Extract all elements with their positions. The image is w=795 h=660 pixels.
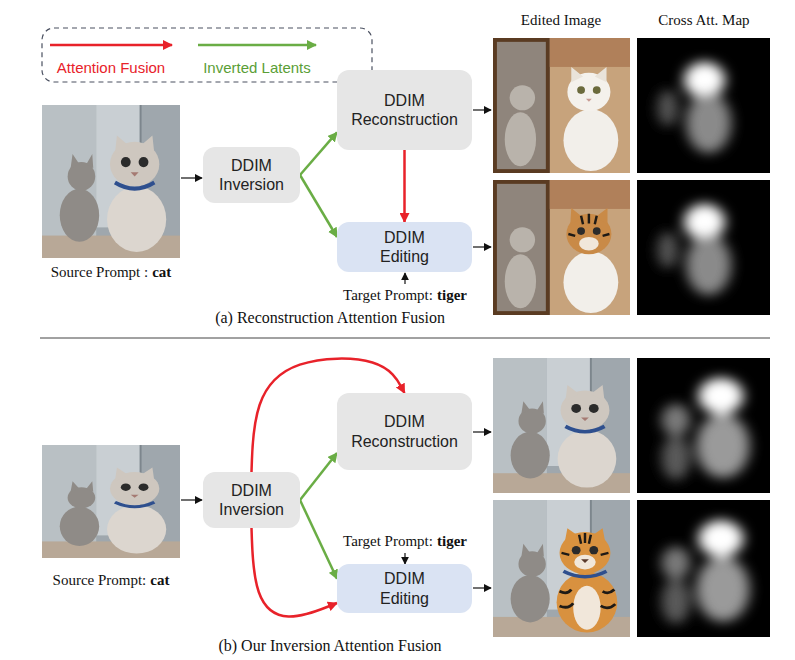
label-line: (a) Reconstruction Attention Fusion <box>170 308 490 328</box>
label-text: Source Prompt: <box>53 572 147 588</box>
divider-line <box>40 338 770 339</box>
flow-arrow <box>473 587 491 588</box>
attention-fusion-arrow <box>252 528 338 617</box>
process-box: DDIM Reconstruction <box>337 393 472 470</box>
label-text: Target Prompt: <box>343 533 433 549</box>
legend-text: Attention Fusion <box>31 58 191 78</box>
legend-text: Inverted Latents <box>177 58 337 78</box>
editing-box: DDIM Editing <box>337 564 472 612</box>
node-label: DDIM Editing <box>369 228 441 266</box>
flow-arrow <box>181 499 202 500</box>
process-box: DDIM Reconstruction <box>337 70 472 150</box>
node-label: DDIM Editing <box>369 569 441 607</box>
flow-arrow <box>473 109 491 110</box>
attention-map <box>637 38 770 173</box>
node-label: DDIM Reconstruction <box>345 91 464 129</box>
label-line: Source Prompt :cat <box>11 262 211 282</box>
flow-arrow <box>473 431 491 432</box>
prompt-word: tiger <box>437 287 467 303</box>
label-text: Cross Att. Map <box>658 12 749 28</box>
prompt-word: cat <box>152 264 171 280</box>
node-label: DDIM Inversion <box>211 156 292 194</box>
label-text: (b) Our Inversion Attention Fusion <box>218 637 441 654</box>
prompt-word: tiger <box>437 533 467 549</box>
label-text: Target Prompt: <box>343 287 433 303</box>
inverted-latent-arrow <box>300 500 337 579</box>
label-line: Edited Image <box>476 10 646 30</box>
edited-image <box>493 358 630 493</box>
node-label: DDIM Inversion <box>211 481 292 519</box>
label-line: Source Prompt:cat <box>11 570 211 590</box>
edited-image <box>493 500 630 637</box>
attention-map <box>637 180 770 315</box>
flow-arrow <box>181 177 202 178</box>
label-line: Cross Att. Map <box>619 10 789 30</box>
prompt-word: cat <box>150 572 169 588</box>
edited-image <box>493 180 630 315</box>
legend-red-arrow <box>50 44 172 47</box>
prompt-arrow <box>404 273 405 284</box>
attention-map <box>637 358 770 493</box>
process-box: DDIM Inversion <box>203 472 300 528</box>
label-line: (b) Our Inversion Attention Fusion <box>170 636 490 656</box>
inverted-latent-arrow <box>300 175 337 237</box>
source-image <box>42 105 180 258</box>
attention-fusion-arrow <box>403 150 406 222</box>
label-text: (a) Reconstruction Attention Fusion <box>215 309 445 326</box>
flow-arrow <box>473 246 491 247</box>
source-image <box>42 445 180 558</box>
inverted-latent-arrow <box>300 132 337 175</box>
label-line: Target Prompt:tiger <box>315 531 495 551</box>
prompt-arrow <box>404 553 405 564</box>
legend-green-arrow <box>198 44 316 47</box>
label-text: Source Prompt : <box>51 264 149 280</box>
attention-map <box>637 500 770 637</box>
editing-box: DDIM Editing <box>337 222 472 272</box>
label-line: Target Prompt:tiger <box>305 285 505 305</box>
process-box: DDIM Inversion <box>203 147 300 203</box>
label-text: Edited Image <box>521 12 601 28</box>
inverted-latent-arrow <box>300 453 337 500</box>
node-label: DDIM Reconstruction <box>345 412 464 450</box>
edited-image <box>493 38 630 173</box>
